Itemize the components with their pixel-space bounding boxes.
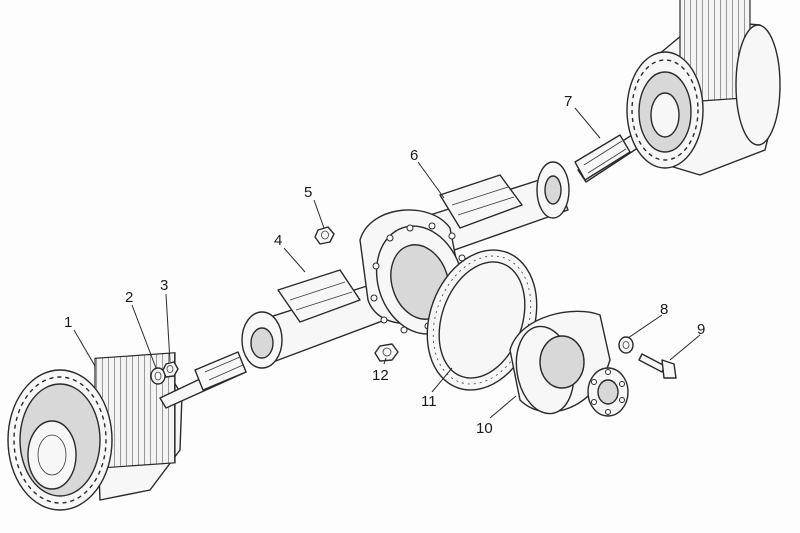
bottom-nut [374,343,399,362]
callout-5: 5 [304,184,312,201]
callout-3: 3 [160,277,168,294]
left-half-shaft [159,351,247,409]
top-nut [314,226,335,245]
callout-10: 10 [476,420,493,437]
leader-lines [73,107,701,419]
callout-4: 4 [274,232,282,249]
callout-6: 6 [410,147,418,164]
left-wheel-hub [7,352,183,511]
right-wheel-hub [626,0,781,176]
right-washer [618,336,634,354]
left-nut [162,361,179,378]
bolt [638,353,677,379]
callout-9: 9 [697,321,705,338]
callout-7: 7 [564,93,572,110]
callout-2: 2 [125,289,133,306]
callout-1: 1 [64,314,72,331]
differential-assembly [509,310,629,417]
callout-8: 8 [660,301,668,318]
axle-housing [241,161,570,369]
callout-11: 11 [421,393,437,410]
callout-12: 12 [372,367,389,384]
